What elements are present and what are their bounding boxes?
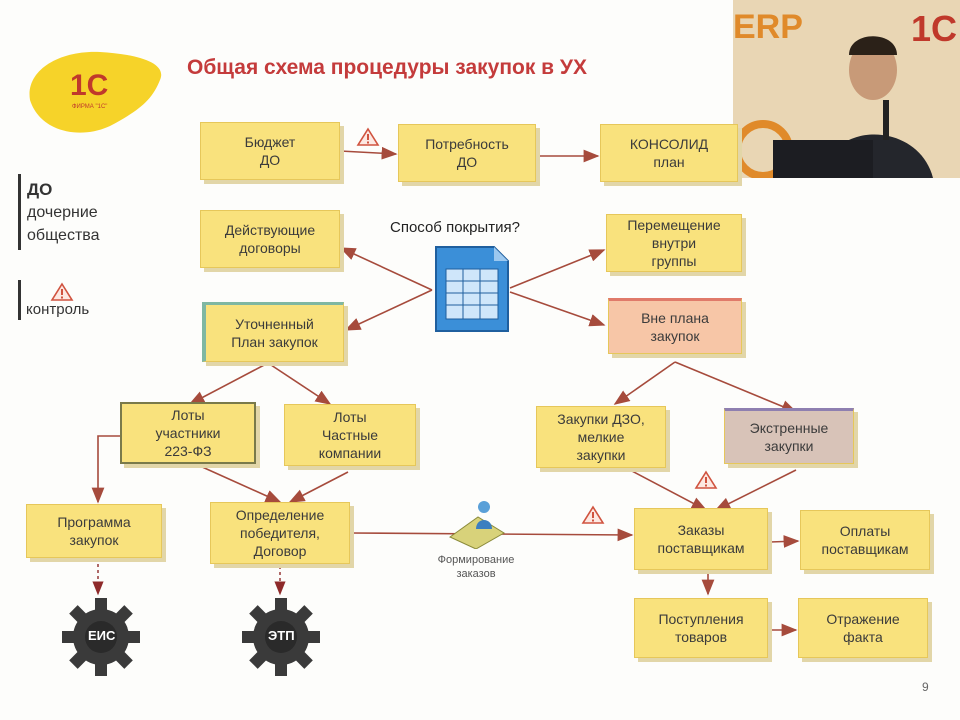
lots-private-box-label: Лоты Частные компании [318, 409, 382, 461]
legend-bar-do [18, 174, 21, 250]
outside-plan-box-label: Вне плана закупок [641, 310, 709, 344]
contracts-box: Действующие договоры [200, 210, 340, 268]
consolid-box-label: КОНСОЛИД план [629, 136, 709, 170]
arrow-cover-move [509, 249, 606, 289]
lots-223-box: Лоты участники 223-ФЗ [120, 402, 256, 464]
arrow-dzo-orders [629, 469, 708, 511]
program-box-label: Программа закупок [57, 514, 131, 548]
legend-abbr: ДО [27, 180, 53, 199]
arrow-outside-dzo [613, 361, 676, 405]
lots-private-box: Лоты Частные компании [284, 404, 416, 466]
winner-box: Определение победителя, Договор [210, 502, 350, 564]
legend-control-label: контроль [26, 301, 90, 318]
move-box: Перемещение внутри группы [606, 214, 742, 272]
refined-plan-box-label: Уточненный План закупок [231, 316, 318, 350]
legend-meaning-line2: общества [27, 227, 100, 244]
spreadsheet-icon [435, 246, 509, 332]
receipts-box: Поступления товаров [634, 598, 768, 658]
arrow-cover-refined [344, 289, 433, 331]
arrow-refined-lotsprivate [267, 362, 332, 405]
coverage-question: Способ покрытия? [390, 219, 520, 236]
program-box: Программа закупок [26, 504, 162, 558]
video-brand-logo: 1С [911, 8, 958, 49]
arrow-outside-urgent [674, 361, 798, 413]
refined-plan-box: Уточненный План закупок [202, 302, 344, 362]
arrow-cover-contracts [339, 247, 433, 291]
company-logo: 1С ФИРМА "1С" [29, 51, 162, 133]
order-forming-icon [449, 501, 505, 549]
consolid-box: КОНСОЛИД план [600, 124, 738, 182]
reflect-box-label: Отражение факта [826, 611, 900, 645]
legend-meaning-line1: дочерние [27, 204, 98, 221]
winner-box-label: Определение победителя, Договор [235, 507, 325, 559]
page-number: 9 [922, 680, 929, 694]
warning-triangle-icon [356, 127, 380, 146]
receipts-box-label: Поступления товаров [658, 611, 744, 645]
page-title: Общая схема процедуры закупок в УХ [187, 56, 587, 79]
payments-box: Оплаты поставщикам [800, 510, 930, 570]
need-box: Потребность ДО [398, 124, 536, 182]
orders-box-label: Заказы поставщикам [657, 522, 745, 556]
arrow-orders-payments [769, 535, 800, 548]
speaker-video: ERP 1С [733, 0, 960, 178]
urgent-box-label: Экстренные закупки [749, 420, 829, 454]
arrow-lots223-program [91, 435, 120, 504]
order-forming-label: Формирование заказов [437, 554, 515, 580]
move-box-label: Перемещение внутри группы [627, 217, 721, 269]
budget-box-label: Бюджет ДО [244, 134, 296, 168]
gear-eis-icon [62, 598, 140, 676]
logo-caption: ФИРМА "1С" [72, 104, 107, 110]
gear-etp-icon [242, 598, 320, 676]
gear-eis-label: ЕИС [88, 628, 116, 643]
legend-bar-control [18, 280, 21, 320]
lots-223-box-label: Лоты участники 223-ФЗ [155, 407, 221, 459]
video-brand-text: ERP [733, 8, 803, 46]
warning-triangle-icon [50, 282, 74, 301]
warning-triangle-icon [581, 505, 605, 524]
logo-text: 1С [70, 69, 108, 102]
gear-etp-label: ЭТП [268, 628, 295, 643]
orders-box: Заказы поставщикам [634, 508, 768, 570]
speaker-figure [733, 36, 933, 178]
warning-triangle-icon [694, 470, 718, 489]
payments-box-label: Оплаты поставщикам [821, 523, 909, 557]
arrow-lotsprivate-winner [288, 471, 349, 503]
reflect-box: Отражение факта [798, 598, 928, 658]
arrow-lots223-winner [199, 465, 282, 503]
dzo-box-label: Закупки ДЗО, мелкие закупки [557, 411, 645, 463]
arrow-refined-lots223 [188, 362, 269, 405]
legend-do: ДО дочерние общества [27, 178, 100, 247]
dzo-box: Закупки ДЗО, мелкие закупки [536, 406, 666, 468]
arrow-urgent-orders [714, 469, 797, 511]
arrow-budget-need [339, 146, 398, 160]
outside-plan-box: Вне плана закупок [608, 298, 742, 354]
budget-box: Бюджет ДО [200, 122, 340, 180]
contracts-box-label: Действующие договоры [224, 222, 316, 256]
need-box-label: Потребность ДО [425, 136, 509, 170]
urgent-box: Экстренные закупки [724, 408, 854, 464]
arrow-cover-outside [509, 291, 606, 327]
